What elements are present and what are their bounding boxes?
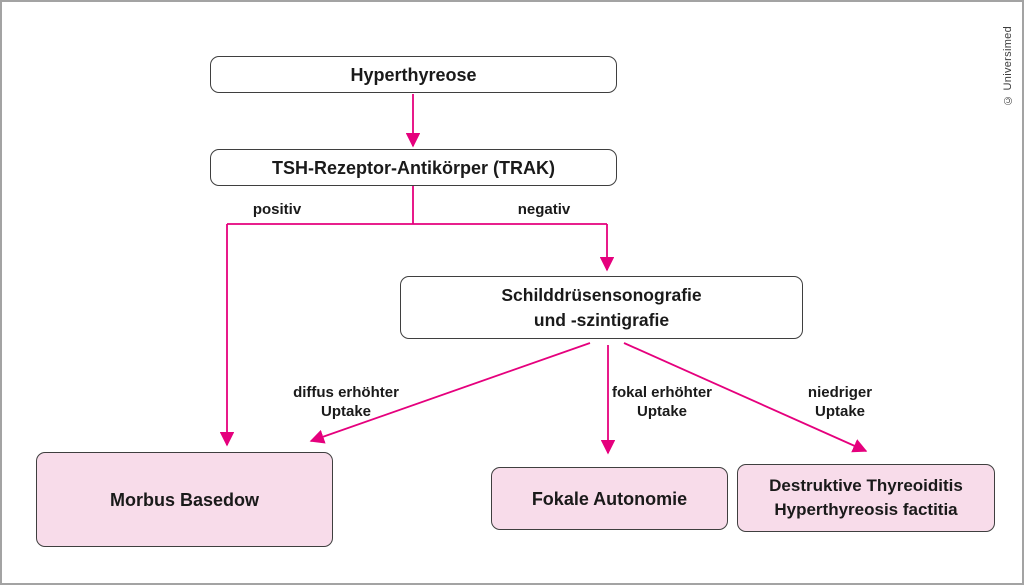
edge-label-fokal-line1: fokal erhöhter — [611, 384, 713, 401]
edge-niedrig-to-destruktive — [623, 342, 868, 453]
node-morbus-basedow: Morbus Basedow — [36, 452, 333, 547]
node-destruktive-thyreoiditis: Destruktive Thyreoiditis Hyperthyreosis … — [737, 464, 995, 532]
node-destruktive-line2: Hyperthyreosis factitia — [774, 500, 958, 519]
edge-label-diffus-line2: Uptake — [320, 403, 372, 420]
node-sonografie-line1: Schilddrüsensonografie — [501, 284, 702, 305]
node-sonografie-line2: und -szintigrafie — [533, 309, 670, 330]
edge-label-fokal-line2: Uptake — [636, 403, 688, 420]
node-fokale-autonomie: Fokale Autonomie — [491, 467, 728, 530]
edge-label-positiv-text: positiv — [252, 201, 302, 218]
node-hyperthyreose-label: Hyperthyreose — [350, 64, 477, 85]
node-sonografie: Schilddrüsensonografie und -szintigrafie — [400, 276, 803, 339]
edge-diffus-to-basedow — [309, 342, 591, 444]
edge-label-niedrig-line2: Uptake — [814, 403, 866, 420]
node-hyperthyreose: Hyperthyreose — [210, 56, 617, 93]
node-destruktive-line1: Destruktive Thyreoiditis — [769, 476, 963, 495]
node-fokale-autonomie-label: Fokale Autonomie — [531, 488, 688, 509]
edge-label-diffus: diffus erhöhter Uptake — [283, 383, 409, 421]
node-trak: TSH-Rezeptor-Antikörper (TRAK) — [210, 149, 617, 186]
edge-label-negativ: negativ — [492, 200, 596, 219]
edge-label-niedrig: niedriger Uptake — [777, 383, 903, 421]
edge-label-positiv: positiv — [225, 200, 329, 219]
node-trak-label: TSH-Rezeptor-Antikörper (TRAK) — [272, 157, 555, 178]
edge-label-diffus-line1: diffus erhöhter — [293, 384, 399, 401]
edge-label-niedrig-line1: niedriger — [807, 384, 873, 401]
edge-label-fokal: fokal erhöhter Uptake — [599, 383, 725, 421]
node-morbus-basedow-label: Morbus Basedow — [109, 489, 260, 510]
edge-label-negativ-text: negativ — [517, 201, 571, 218]
copyright-label: © Universimed — [1002, 26, 1014, 107]
